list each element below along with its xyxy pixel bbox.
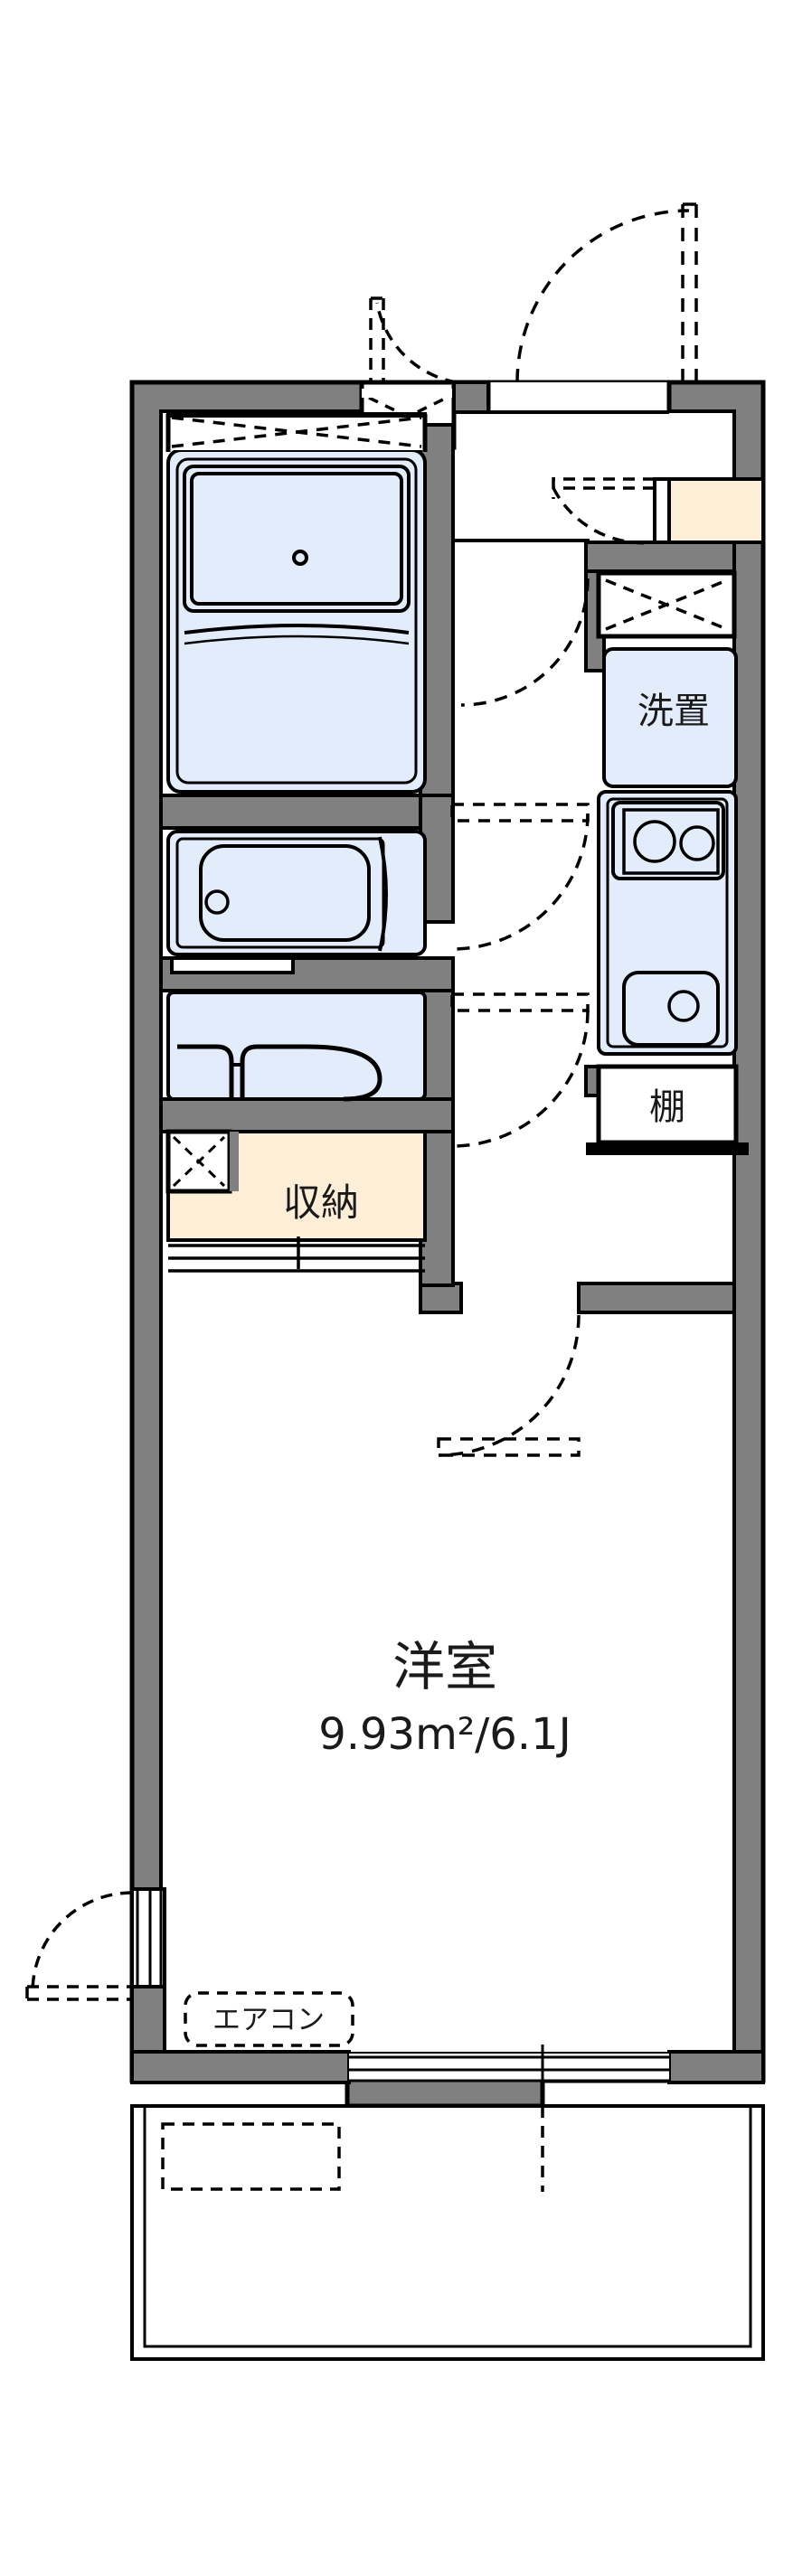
- entrance-door-swing-arc: [515, 202, 698, 384]
- genkan-step: [653, 477, 671, 544]
- closet-sliding-doors: [168, 1236, 425, 1273]
- balcony-outline: [130, 2104, 765, 2361]
- left-window-swing-arc: [25, 1891, 133, 2001]
- bath-door-head: [166, 412, 427, 418]
- wall-bottom-right: [667, 2050, 765, 2084]
- genkan: [653, 477, 765, 544]
- shelf-base-line: [586, 1142, 749, 1155]
- toilet-bowl: [240, 1044, 382, 1102]
- shelf-box: [596, 1064, 739, 1145]
- washbasin: [166, 830, 427, 956]
- wall-toilet-bottom: [159, 1097, 455, 1133]
- bath-floor-curve: [184, 624, 410, 635]
- shoe-cabinet-cross-icon: [605, 578, 728, 631]
- balcony-area: [130, 2104, 765, 2361]
- entrance-door-opening: [488, 382, 669, 412]
- closet-label: 収納: [283, 1180, 359, 1225]
- bathtub-drain-icon: [292, 550, 308, 566]
- aircon-box: [184, 1991, 354, 2047]
- washbasin-drain-icon: [204, 889, 230, 915]
- balcony-hatch: [161, 2122, 341, 2191]
- room-window-left: [130, 1887, 166, 1988]
- hall-door-panel-upper: [450, 803, 590, 823]
- toilet-tank-left: [177, 1044, 234, 1099]
- wall-bath-bottom: [159, 794, 455, 830]
- toilet-door-swing-arc: [451, 1010, 590, 1148]
- genkan-door-swing: [552, 477, 656, 545]
- hall-door-swing-arc: [451, 813, 590, 951]
- shelf-label: 棚: [649, 1086, 685, 1128]
- labels-layer: 洗置 棚 収納 洋室 9.93m²/6.1J: [283, 691, 710, 1760]
- aircon-annotation: エアコン: [184, 1991, 354, 2047]
- bath-sliding-door-symbol: [168, 414, 425, 450]
- genkan-floor: [667, 477, 765, 544]
- washer-space-label: 洗置: [637, 691, 710, 732]
- aircon-label: エアコン: [212, 2004, 325, 2036]
- closet-area: [165, 1129, 427, 1273]
- closet-wall-stub: [230, 1132, 239, 1191]
- main-room-area-label: 9.93m²/6.1J: [318, 1709, 571, 1760]
- kitchen-unit: [597, 790, 738, 1056]
- wall-above-washer: [584, 541, 736, 573]
- basin-door-opening: [170, 956, 295, 974]
- bath-door-swing-arc: [460, 575, 590, 707]
- fixtures-layer: [25, 202, 765, 2001]
- hall-door-panel-lower: [450, 992, 590, 1012]
- washer-space: [602, 647, 738, 788]
- bath-floor-curve-inner: [184, 635, 410, 645]
- washbasin-bowl: [199, 844, 371, 942]
- bathtub: [183, 465, 411, 613]
- unit-bath: [166, 448, 427, 794]
- balcony-inner-line: [143, 2106, 752, 2348]
- sink-drain-icon: [667, 990, 700, 1022]
- main-room-label: 洋室: [392, 1636, 497, 1697]
- wall-hall-room-right: [577, 1282, 736, 1314]
- stove-burner-large-icon: [633, 820, 676, 863]
- shoe-cabinet: [596, 570, 737, 639]
- stove-burner-small-icon: [679, 825, 715, 861]
- wall-stub-entry: [452, 381, 490, 414]
- meter-box-lintel: [362, 389, 454, 398]
- kitchen-sink: [622, 971, 720, 1047]
- wall-hall-room-left: [419, 1282, 463, 1314]
- washbasin-counter-edge: [378, 836, 388, 952]
- room-door-swing-arc: [437, 1314, 581, 1457]
- wall-bottom-left: [130, 2050, 351, 2084]
- meter-door-swing-arc: [369, 296, 458, 384]
- two-burner-stove: [611, 801, 725, 880]
- balcony-sliding-window: [349, 2045, 669, 2082]
- closet-meter-cross-icon: [172, 1135, 226, 1188]
- toilet: [166, 991, 427, 1102]
